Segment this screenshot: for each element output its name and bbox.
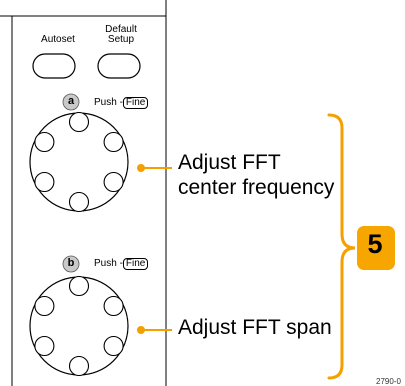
knob-grip [68,111,90,133]
group-bracket [327,113,356,380]
knob-b[interactable] [29,275,129,377]
figure-number: 2790-0 [376,377,401,386]
default-setup-label-line2: Setup [107,34,135,45]
knob-grip [34,295,55,317]
knob-b-letter-badge [62,255,80,273]
knob-grip [103,131,124,153]
knob-a-fine-label: Fine [122,97,149,109]
knob-b-annotation: Adjust FFT span [178,316,332,339]
autoset-button[interactable] [32,53,76,79]
knob-a-callout-dot [137,164,145,172]
knob-grip [68,355,90,377]
step-number: 5 [367,229,383,259]
knob-grip [68,275,90,297]
knob-a-annotation-line1: Adjust FFT [178,151,281,174]
knob-a-push-fine-label: Push -Fine [94,97,149,109]
knob-grip [34,131,55,153]
knob-grip [34,171,55,193]
knob-grip [68,191,90,213]
default-setup-button[interactable] [97,53,141,79]
knob-a-push-label: Push - [94,97,123,108]
knob-b-callout-dot [137,326,145,334]
knob-a[interactable] [29,111,129,213]
step-badge [357,226,395,270]
knob-a-letter: a [67,95,75,107]
knob-grip [103,335,124,357]
knob-a-annotation-line2: center frequency [178,176,335,199]
knob-b-push-fine-label: Push -Fine [94,258,149,270]
knob-a-letter-badge [62,93,80,111]
knob-grip [34,335,55,357]
default-setup-label-line1: Default [105,24,137,35]
knob-a-annotation: Adjust FFT center frequency [178,150,334,200]
default-setup-label: Default Setup [98,25,144,45]
knob-grip [103,295,124,317]
autoset-label: Autoset [41,34,75,45]
knob-b-letter: b [67,257,75,269]
knob-b-push-label: Push - [94,258,123,269]
knob-grip [103,171,124,193]
knob-b-fine-label: Fine [122,258,149,270]
